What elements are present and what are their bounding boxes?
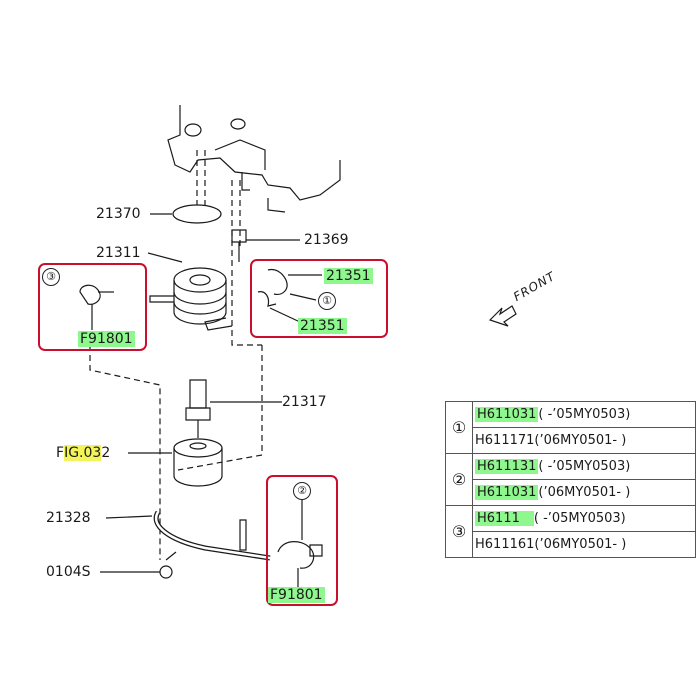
cooler-pipe-right (204, 317, 233, 331)
label-f91801-right: F91801 (268, 587, 325, 603)
part-number: H611031 (475, 407, 539, 422)
table-row: ② H611131( -’05MY0503) (445, 453, 696, 506)
highlight-box-left (38, 263, 147, 351)
o-ring-21370 (172, 204, 222, 224)
part-range: ( -’05MY0503) (533, 511, 626, 526)
cooler-body (173, 280, 227, 325)
group-cell-2: ② (445, 453, 473, 506)
filter-top-inner (189, 442, 207, 450)
part-number: H611131 (475, 459, 539, 474)
callout-1: ① (318, 292, 336, 310)
f91801-left-text: F91801 (78, 331, 135, 347)
part-range: (’06MY0501- ) (534, 537, 627, 552)
p21351-top-text: 21351 (324, 268, 373, 284)
front-arrow (488, 305, 517, 327)
engine-bolt (241, 172, 250, 191)
part-range: ( -’05MY0503) (538, 459, 631, 474)
label-21369: 21369 (304, 232, 349, 248)
cooler-pipe-left (149, 295, 174, 303)
p21351-bottom-text: 21351 (298, 318, 347, 334)
assembly-line-right-loop (177, 345, 263, 471)
callout-2: ② (293, 482, 311, 500)
parts-table: ① H611031( -’05MY0503) H611171(’06MY0501… (445, 401, 696, 558)
engine-block-outline (167, 105, 341, 201)
engine-flange (267, 198, 286, 213)
engine-hole-left (184, 123, 202, 137)
pipe-21328 (153, 510, 271, 561)
fig-suffix: 2 (101, 445, 111, 461)
label-21317: 21317 (282, 394, 327, 410)
cooler-top-inner (189, 274, 211, 286)
bolt-0104s-stem (165, 551, 177, 561)
part-number: H611171 (475, 433, 535, 448)
fig-highlight: IG.03 (64, 445, 102, 461)
part-cell: H6111( -’05MY0503) (472, 505, 696, 532)
highlight-box-right (250, 259, 388, 338)
leader-21328 (105, 515, 153, 519)
label-21370: 21370 (96, 206, 141, 222)
filter-top (173, 438, 223, 458)
group-cell-3: ③ (445, 505, 473, 558)
cooler-top (173, 267, 227, 293)
label-f91801-left: F91801 (78, 331, 135, 347)
engine-hole-right (230, 118, 246, 130)
filter-body (173, 448, 223, 487)
part-range: (’06MY0501- ) (534, 433, 627, 448)
leader-21311 (147, 252, 183, 263)
part-number: H6111 (475, 511, 534, 526)
table-row: ③ H6111( -’05MY0503) (445, 505, 696, 558)
f91801-right-text: F91801 (268, 587, 325, 603)
group-cell-1: ① (445, 401, 473, 454)
part-cell: H611131( -’05MY0503) (472, 453, 696, 480)
cooler-ring-1 (173, 291, 227, 305)
bolt-21317-head (185, 407, 211, 421)
engine-block-edge (214, 139, 266, 170)
table-row: H611171(’06MY0501- ) (446, 427, 696, 454)
bolt-0104s-head (159, 565, 173, 579)
part-cell: H611171(’06MY0501- ) (472, 427, 696, 454)
table-row: ① H611031( -’05MY0503) (445, 401, 696, 454)
label-21351-bottom: 21351 (298, 318, 347, 334)
part-cell: H611031( -’05MY0503) (472, 401, 696, 428)
cooler-ring-2 (173, 301, 227, 315)
pipe-bracket (239, 519, 247, 551)
table-row: H611161(’06MY0501- ) (446, 531, 696, 558)
part-range: ( -’05MY0503) (538, 407, 631, 422)
leader-callout-1 (289, 293, 317, 301)
label-fig-032: FIG.032 (56, 445, 110, 461)
fig-prefix: F (56, 445, 65, 461)
label-21311: 21311 (96, 245, 141, 261)
part-cell: H611031(’06MY0501- ) (472, 479, 696, 506)
table-row: H611031(’06MY0501- ) (446, 479, 696, 506)
part-range: (’06MY0501- ) (538, 485, 631, 500)
part-cell: H611161(’06MY0501- ) (472, 531, 696, 558)
sensor-21369 (231, 229, 247, 243)
label-0104s: 0104S (46, 564, 91, 580)
pipe-21328-inner (155, 511, 271, 560)
fitting-right-nut (309, 544, 323, 557)
part-number: H611161 (475, 537, 535, 552)
leader-21351-bottom (269, 307, 301, 323)
label-21328: 21328 (46, 510, 91, 526)
bolt-21317 (189, 379, 207, 409)
highlight-box-bottom (266, 475, 338, 606)
hose-21351-top (267, 268, 288, 295)
label-21351-top: 21351 (324, 268, 373, 284)
assembly-line-left (89, 345, 161, 560)
hose-21351-bottom (257, 291, 277, 307)
callout-3-left: ③ (42, 268, 60, 286)
part-number: H611031 (475, 485, 539, 500)
